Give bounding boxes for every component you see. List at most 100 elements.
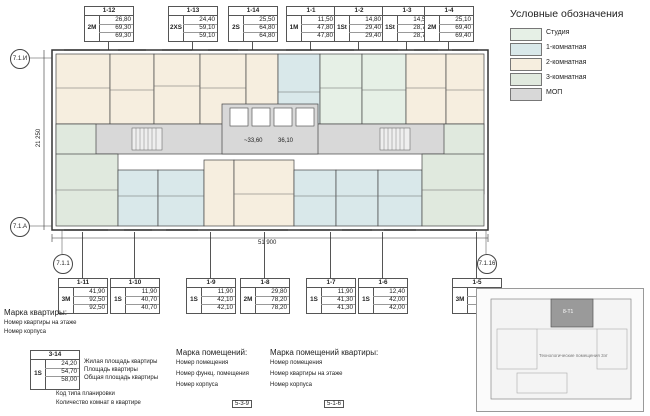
unit-type: 1St <box>335 15 350 41</box>
unit-area: 92,50 <box>89 296 105 303</box>
flat-mark-b1: Код типа планировки <box>56 391 115 397</box>
unit-id: 1-12 <box>85 7 133 16</box>
unit-area: 69,40 <box>455 24 471 31</box>
unit-leader-line <box>330 232 331 278</box>
unit-id: 1-8 <box>241 279 289 288</box>
unit-type: 1М <box>287 15 302 41</box>
unit-total-area: 41,30 <box>337 304 353 311</box>
unit-leader-line <box>192 41 193 53</box>
axis-label-bottom-right: 7.1.16 <box>477 254 497 274</box>
flat-mark-type: 1S <box>31 359 46 389</box>
flat-room-mark-l3: Номер корпуса <box>270 382 313 388</box>
unit-living-area: 26,80 <box>115 16 131 23</box>
unit-area: 40,70 <box>141 296 157 303</box>
flat-room-mark-l2: Номер квартиры на этаже <box>270 371 343 377</box>
flat-mark-r1: Жилая площадь квартиры <box>84 359 158 365</box>
unit-type: 3М <box>59 287 74 313</box>
key-plan-label-b: Технологические помещения 3эт <box>539 353 608 358</box>
legend-label: 1-комнатная <box>546 44 587 51</box>
unit-type: 2М <box>241 287 256 313</box>
unit-area: 29,40 <box>365 24 381 31</box>
flat-room-mark-code: 5-1-6 <box>324 400 345 408</box>
key-plan-label-a: 8-Т1 <box>563 309 574 315</box>
unit-living-area: 24,40 <box>199 16 215 23</box>
room-mark-l1: Номер помещения <box>176 360 229 366</box>
legend-swatch <box>510 28 542 41</box>
room-mark-code: 5-3-9 <box>232 400 253 408</box>
axis-label-left-top: 7.1.И <box>10 49 30 69</box>
flat-mark-b2: Количество комнат в квартире <box>56 400 141 406</box>
unit-type: 1S <box>111 287 126 313</box>
flat-mark-r3: Общая площадь квартиры <box>84 375 159 381</box>
flat-mark-id: 3-14 <box>31 351 79 360</box>
room-mark-l2: Номер функц. помещения <box>176 371 249 377</box>
unit-total-area: 47,80 <box>317 32 333 39</box>
legend-label: 3-комнатная <box>546 74 587 81</box>
unit-living-area: 29,80 <box>271 288 287 295</box>
unit-id: 1-10 <box>111 279 159 288</box>
unit-area: 42,00 <box>389 296 405 303</box>
unit-type: 3М <box>453 287 468 313</box>
unit-id: 1-7 <box>307 279 355 288</box>
unit-living-area: 12,40 <box>389 288 405 295</box>
unit-type: 2S <box>229 15 244 41</box>
flat-mark-title: Марка квартиры: <box>4 308 67 317</box>
unit-living-area: 41,90 <box>89 288 105 295</box>
unit-living-area: 11,90 <box>217 288 233 295</box>
unit-id: 1-2 <box>335 7 383 16</box>
legend-swatch <box>510 73 542 86</box>
flat-mark-r2: Площадь квартиры <box>84 367 138 373</box>
flat-mark-line1: Номер квартиры на этаже <box>4 320 77 326</box>
unit-type: 2М <box>85 15 100 41</box>
unit-living-area: 25,10 <box>455 16 471 23</box>
width-dimension: 51 900 <box>258 240 277 246</box>
axis-label-bottom-left: 7.1.1 <box>53 254 73 274</box>
unit-area: 78,20 <box>271 296 287 303</box>
unit-id: 1-4 <box>425 7 473 16</box>
unit-leader-line <box>406 41 407 53</box>
unit-total-area: 78,20 <box>271 304 287 311</box>
unit-id: 1-14 <box>229 7 277 16</box>
unit-leader-line <box>134 232 135 278</box>
flat-mark-v2: 54,70 <box>61 368 77 375</box>
legend-swatch <box>510 88 542 101</box>
unit-living-area: 11,90 <box>337 288 353 295</box>
unit-area: 69,30 <box>115 24 131 31</box>
unit-total-area: 29,40 <box>365 32 381 39</box>
flat-room-mark-l1: Номер помещения <box>270 360 323 366</box>
room-mark-l3: Номер корпуса <box>176 382 219 388</box>
hall-label: ~33,60 <box>244 138 263 144</box>
unit-living-area: 14,80 <box>365 16 381 23</box>
unit-id: 1-5 <box>453 279 501 288</box>
unit-type: 2М <box>425 15 440 41</box>
unit-living-area: 11,90 <box>141 288 157 295</box>
unit-area: 64,80 <box>259 24 275 31</box>
flat-mark-example: 3-14 1S 24,20 54,70 58,00 <box>30 350 80 390</box>
flat-mark-v1: 24,20 <box>61 360 77 367</box>
unit-id: 1-11 <box>59 279 107 288</box>
unit-leader-line <box>476 232 477 278</box>
unit-id: 1-3 <box>383 7 431 16</box>
room-mark-title: Марка помещений: <box>176 348 248 357</box>
legend-title: Условные обозначения <box>510 8 624 20</box>
unit-leader-line <box>382 232 383 278</box>
unit-living-area: 11,50 <box>317 16 333 23</box>
unit-total-area: 40,70 <box>141 304 157 311</box>
flat-mark-v3: 58,00 <box>61 376 77 383</box>
unit-area: 59,10 <box>199 24 215 31</box>
unit-total-area: 69,40 <box>455 32 471 39</box>
flat-room-mark-title: Марка помещений квартиры: <box>270 348 379 357</box>
legend-label: Студия <box>546 29 570 36</box>
unit-leader-line <box>82 232 83 278</box>
unit-id: 1-6 <box>359 279 407 288</box>
unit-total-area: 42,10 <box>217 304 233 311</box>
